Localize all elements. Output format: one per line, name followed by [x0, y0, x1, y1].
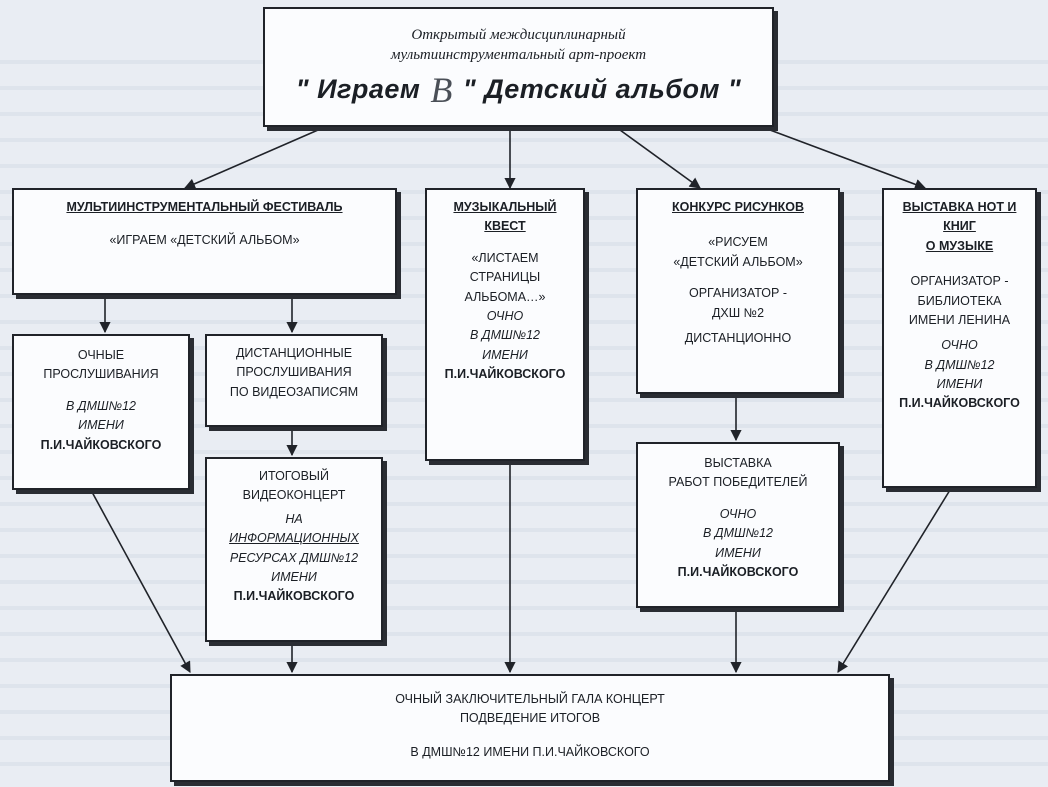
remote-line-3: ПО ВИДЕОЗАПИСЯМ: [229, 384, 359, 399]
logo-mark: В: [430, 70, 453, 111]
gala-line-1: ОЧНЫЙ ЗАКЛЮЧИТЕЛЬНЫЙ ГАЛА КОНЦЕРТ: [395, 692, 665, 706]
arrow-live-to-gala: [91, 491, 191, 673]
video-loc-5: П.И.ЧАЙКОВСКОГО: [233, 589, 355, 604]
music-quest-box: МУЗЫКАЛЬНЫЙ КВЕСТ «ЛИСТАЕМ СТРАНИЦЫ АЛЬБ…: [425, 188, 585, 461]
remote-line-2: ПРОСЛУШИВАНИЯ: [236, 365, 352, 380]
arrow-title-to-festival: [183, 129, 319, 190]
live-loc-3: П.И.ЧАЙКОВСКОГО: [40, 437, 162, 452]
live-loc-1: В ДМШ№12: [66, 398, 136, 413]
quest-name-1: «ЛИСТАЕМ: [471, 250, 539, 265]
drawing-name-1: «РИСУЕМ: [708, 235, 768, 250]
video-loc-2: ИНФОРМАЦИОННЫХ: [229, 531, 359, 546]
gala-concert-box: ОЧНЫЙ ЗАКЛЮЧИТЕЛЬНЫЙ ГАЛА КОНЦЕРТ ПОДВЕД…: [170, 674, 890, 782]
drawing-org-2: ДХШ №2: [711, 305, 765, 320]
arrow-title-to-drawing: [619, 129, 701, 189]
remote-line-1: ДИСТАНЦИОННЫЕ: [235, 346, 353, 360]
books-org-1: ОРГАНИЗАТОР -: [910, 274, 1009, 289]
quest-name-2: СТРАНИЦЫ: [469, 270, 541, 285]
project-title: " Играем В " Детский альбом ": [296, 69, 741, 111]
live-loc-2: ИМЕНИ: [78, 418, 124, 433]
drawing-contest-box: КОНКУРС РИСУНКОВ «РИСУЕМ «ДЕТСКИЙ АЛЬБОМ…: [636, 188, 840, 394]
books-heading-1: ВЫСТАВКА НОТ И: [902, 200, 1017, 214]
subtitle-line-1: Открытый междисциплинарный: [411, 26, 626, 43]
quest-heading-2: КВЕСТ: [484, 219, 526, 234]
winners-line-2: РАБОТ ПОБЕДИТЕЛЕЙ: [668, 475, 808, 490]
books-loc-3: ИМЕНИ: [936, 377, 983, 391]
video-line-2: ВИДЕОКОНЦЕРТ: [242, 488, 346, 503]
video-loc-4: ИМЕНИ: [271, 569, 317, 584]
project-subtitle: Открытый междисциплинарный мультиинструм…: [391, 25, 646, 66]
books-org-2: БИБЛИОТЕКА: [917, 293, 1002, 308]
quest-loc-4: П.И.ЧАЙКОВСКОГО: [444, 367, 566, 381]
winners-line-1: ВЫСТАВКА: [704, 456, 772, 470]
books-loc-1: ОЧНО: [941, 338, 978, 353]
books-loc-2: В ДМШ№12: [924, 357, 995, 372]
drawing-name-2: «ДЕТСКИЙ АЛЬБОМ»: [673, 254, 803, 269]
quest-heading-1: МУЗЫКАЛЬНЫЙ: [453, 200, 557, 214]
winners-exhibition-box: ВЫСТАВКА РАБОТ ПОБЕДИТЕЛЕЙ ОЧНО В ДМШ№12…: [636, 442, 840, 608]
live-auditions-box: ОЧНЫЕ ПРОСЛУШИВАНИЯ В ДМШ№12 ИМЕНИ П.И.Ч…: [12, 334, 190, 490]
books-org-3: ИМЕНИ ЛЕНИНА: [908, 312, 1011, 327]
video-loc-3: РЕСУРСАХ ДМШ№12: [229, 550, 359, 565]
project-title-box: Открытый междисциплинарный мультиинструм…: [263, 7, 774, 127]
quest-loc-3: ИМЕНИ: [482, 347, 528, 362]
winners-loc-1: ОЧНО: [719, 506, 757, 521]
quest-loc-1: ОЧНО: [486, 308, 524, 323]
drawing-mode: ДИСТАНЦИОННО: [684, 330, 792, 345]
books-heading-2: КНИГ: [943, 219, 976, 234]
arrow-books-to-gala: [837, 489, 951, 673]
books-heading-3: О МУЗЫКЕ: [925, 238, 994, 253]
festival-box: МУЛЬТИИНСТРУМЕНТАЛЬНЫЙ ФЕСТИВАЛЬ «ИГРАЕМ…: [12, 188, 397, 295]
gala-line-2: ПОДВЕДЕНИЕ ИТОГОВ: [459, 711, 601, 726]
title-right: " Детский альбом ": [462, 74, 742, 105]
remote-auditions-box: ДИСТАНЦИОННЫЕ ПРОСЛУШИВАНИЯ ПО ВИДЕОЗАПИ…: [205, 334, 383, 427]
subtitle-line-2: мультиинструментальный арт-проект: [390, 47, 647, 64]
video-line-1: ИТОГОВЫЙ: [259, 469, 329, 483]
quest-name-3: АЛЬБОМА…»: [464, 289, 546, 304]
title-left: " Играем: [295, 74, 421, 105]
video-concert-box: ИТОГОВЫЙ ВИДЕОКОНЦЕРТ НА ИНФОРМАЦИОННЫХ …: [205, 457, 383, 642]
books-loc-4: П.И.ЧАЙКОВСКОГО: [899, 396, 1020, 411]
drawing-org-1: ОРГАНИЗАТОР -: [688, 286, 788, 301]
arrow-title-to-books: [769, 129, 927, 190]
winners-loc-3: ИМЕНИ: [715, 545, 761, 560]
video-loc-1: НА: [285, 511, 303, 526]
drawing-heading: КОНКУРС РИСУНКОВ: [672, 200, 804, 214]
festival-name: «ИГРАЕМ «ДЕТСКИЙ АЛЬБОМ»: [109, 233, 300, 248]
live-line-2: ПРОСЛУШИВАНИЯ: [43, 367, 159, 382]
live-line-1: ОЧНЫЕ: [77, 348, 125, 362]
quest-loc-2: В ДМШ№12: [470, 328, 540, 343]
winners-loc-4: П.И.ЧАЙКОВСКОГО: [677, 564, 799, 579]
books-exhibition-box: ВЫСТАВКА НОТ И КНИГ О МУЗЫКЕ ОРГАНИЗАТОР…: [882, 188, 1037, 488]
winners-loc-2: В ДМШ№12: [703, 526, 773, 541]
gala-line-3: В ДМШ№12 ИМЕНИ П.И.ЧАЙКОВСКОГО: [410, 744, 650, 759]
festival-heading: МУЛЬТИИНСТРУМЕНТАЛЬНЫЙ ФЕСТИВАЛЬ: [66, 200, 343, 214]
